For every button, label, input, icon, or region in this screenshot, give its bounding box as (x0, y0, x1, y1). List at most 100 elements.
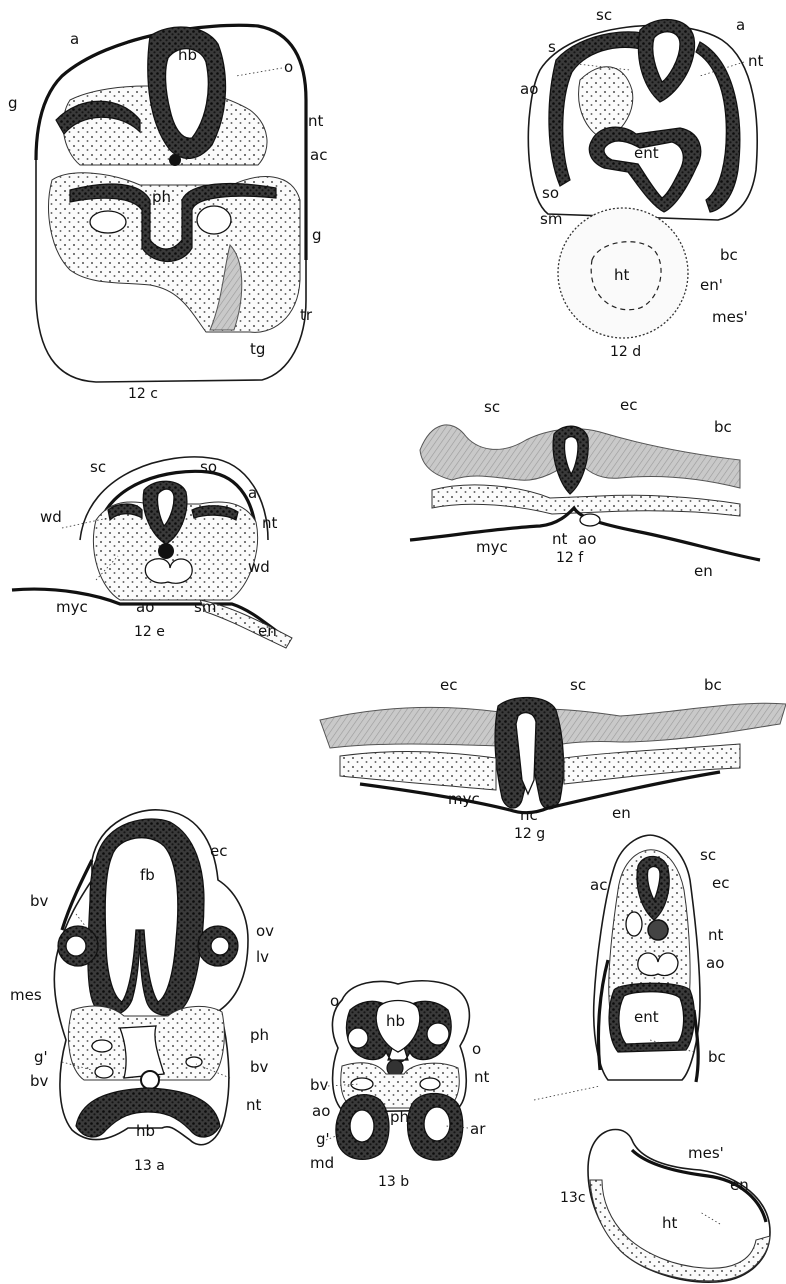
label-12e-nt: nt (262, 514, 278, 532)
fig13c-upper-left-edge (598, 960, 608, 1070)
fig12c-right-vessel (197, 206, 231, 234)
label-12d-a: a (736, 16, 745, 34)
label-13b-bv: bv (310, 1076, 329, 1094)
label-12e-myc: myc (56, 598, 88, 616)
fig13b-right-otic (427, 1023, 449, 1045)
fig13b-left-otic (348, 1028, 368, 1048)
label-13a-bv2: bv (250, 1058, 269, 1076)
label-12d-ht: ht (614, 266, 630, 284)
fig12e-notochord (158, 543, 174, 559)
figure-13c-upper (594, 835, 700, 1082)
label-12c-nt: nt (308, 112, 324, 130)
label-13a-hb: hb (136, 1122, 155, 1140)
label-13b-o: o (330, 992, 339, 1010)
fig13b-right-mandible-core (424, 1107, 450, 1141)
label-12f-bc: bc (714, 418, 732, 436)
label-12d-s: s (548, 38, 556, 56)
fig13a-left-vessel-lower (95, 1066, 113, 1078)
label-12c-tg: tg (250, 340, 265, 358)
label-12g-ec: ec (440, 676, 457, 694)
label-12c-g: g (8, 94, 18, 112)
label-12f-myc: myc (476, 538, 508, 556)
figure-13b (332, 981, 469, 1160)
label-13c-bc: bc (708, 1048, 726, 1066)
label-13a-mes: mes (10, 986, 42, 1004)
fig13c-heart-wall (590, 1180, 770, 1281)
label-12c-ac: ac (310, 146, 327, 164)
label-12d-ao: ao (520, 80, 538, 98)
label-13b-o2: o (472, 1040, 481, 1058)
fig13c-upper-left-vessel (626, 912, 642, 936)
fig12g-mesoderm-right (564, 744, 740, 784)
label-12g-sc: sc (570, 676, 586, 694)
caption-13a: 13 a (134, 1158, 165, 1174)
caption-12f: 12 f (556, 550, 584, 566)
label-13a-ph: ph (250, 1026, 269, 1044)
label-12d-ent: ent (634, 144, 659, 162)
label-12e-wd: wd (40, 508, 62, 526)
label-12d-bc: bc (720, 246, 738, 264)
fig12f-aorta (580, 514, 600, 526)
label-12d-mes: mes' (712, 308, 748, 326)
label-12d-sm: sm (540, 210, 562, 228)
caption-13c: 13c (560, 1190, 586, 1206)
label-13a-fb: fb (140, 866, 155, 884)
fig12e-aortae (145, 559, 192, 584)
label-13c-ht: ht (662, 1214, 678, 1232)
caption-12g: 12 g (514, 826, 545, 842)
label-12c-tr: tr (300, 306, 313, 324)
label-12f-ec: ec (620, 396, 637, 414)
label-12e-ao: ao (136, 598, 154, 616)
label-13b-ao: ao (312, 1102, 330, 1120)
label-13c-ao: ao (706, 954, 724, 972)
label-13c-ec: ec (712, 874, 729, 892)
caption-12c: 12 c (128, 386, 158, 402)
fig13b-right-aorta (420, 1078, 440, 1090)
figure-13c-heart (588, 1130, 770, 1283)
fig13b-left-aorta (351, 1078, 373, 1090)
fig13c-upper-notochord (648, 920, 668, 940)
label-12c-g2: g (312, 226, 322, 244)
label-12g-myc: myc (448, 790, 480, 808)
fig13a-left-border (62, 860, 92, 930)
label-13a-ec: ec (210, 842, 227, 860)
label-12d-en: en' (700, 276, 723, 294)
label-13b-ph: ph (390, 1108, 409, 1126)
label-12g-bc: bc (704, 676, 722, 694)
label-13a-lv: lv (256, 948, 269, 966)
fig13b-left-mandible-core (350, 1110, 374, 1142)
label-13c-nt: nt (708, 926, 724, 944)
label-13a-nt: nt (246, 1096, 262, 1114)
label-12e-sc: sc (90, 458, 106, 476)
fig12f-mesoderm (432, 485, 740, 516)
fig13a-left-vessel-upper (92, 1040, 112, 1052)
label-13c-mes: mes' (688, 1144, 724, 1162)
label-12c-hb: hb (178, 46, 197, 64)
caption-12d: 12 d (610, 344, 641, 360)
label-13b-g: g' (316, 1130, 330, 1148)
label-12c-o: o (284, 58, 293, 76)
label-12d-so: so (542, 184, 559, 202)
label-12g-en: en (612, 804, 631, 822)
label-12d-sc: sc (596, 6, 612, 24)
label-12g-nc: nc (520, 806, 538, 824)
label-13c-sc: sc (700, 846, 716, 864)
fig13a-notochord (141, 1071, 159, 1089)
label-12c-ph: ph (152, 188, 171, 206)
label-13b-hb: hb (386, 1012, 405, 1030)
fig13a-left-optic-lumen (66, 936, 86, 956)
label-12e-sm: sm (194, 598, 216, 616)
caption-13b: 13 b (378, 1174, 409, 1190)
label-12e-so: so (200, 458, 217, 476)
label-13c-ent: ent (634, 1008, 659, 1026)
label-13c-en: en (730, 1176, 749, 1194)
label-12e-en: en (258, 622, 277, 640)
figure-13a (54, 810, 248, 1145)
label-13b-md: md (310, 1154, 334, 1172)
fig12c-notochord (169, 154, 181, 166)
label-12c-a: a (70, 30, 79, 48)
label-12e-a: a (248, 484, 257, 502)
fig12c-left-vessel (90, 211, 126, 233)
caption-12e: 12 e (134, 624, 165, 640)
